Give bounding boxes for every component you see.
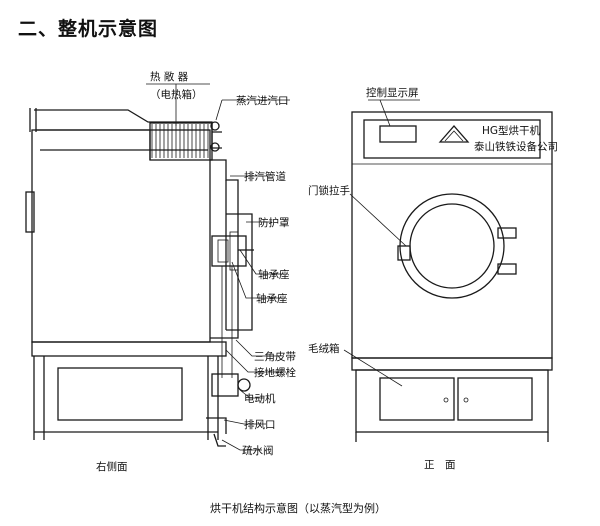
- front-view-leader-lines: [343, 99, 420, 387]
- front-view-drawing: [351, 111, 553, 442]
- heat-exchanger-label: 热 敞 器: [150, 70, 189, 83]
- model-name-label: HG型烘干机: [482, 124, 541, 137]
- section-title: 二、整机示意图: [18, 18, 159, 40]
- right-side-view-label: 右侧面: [96, 460, 128, 473]
- bearing-seat-1-label: 轴承座: [258, 268, 290, 281]
- exhaust-port-label: 排风口: [244, 418, 276, 431]
- ground-bolt-label: 接地螺栓: [254, 366, 296, 379]
- front-view-label: 正 面: [424, 459, 456, 471]
- manufacturer-label: 泰山铁铁设备公司: [474, 140, 558, 153]
- logo-icon: [438, 125, 470, 143]
- side-view-leader-lines: [146, 83, 290, 451]
- motor-label: 电动机: [244, 392, 276, 405]
- door-lock-handle-label: 门锁拉手: [308, 184, 350, 197]
- electric-heating-box-label: （电热箱）: [150, 88, 203, 101]
- drain-valve-label: 疏水阀: [242, 444, 274, 457]
- right-side-view-drawing: [25, 108, 254, 447]
- steam-inlet-label: 蒸汽进汽口: [236, 94, 289, 107]
- v-belt-label: 三角皮带: [254, 350, 296, 363]
- diagram-caption: 烘干机结构示意图（以蒸汽型为例）: [210, 501, 386, 515]
- bearing-seat-2-label: 轴承座: [256, 292, 288, 305]
- control-display-screen-label: 控制显示屏: [366, 86, 419, 99]
- exhaust-duct-label: 排汽管道: [244, 170, 286, 183]
- guard-cover-label: 防护罩: [258, 216, 290, 229]
- lint-box-label: 毛绒箱: [308, 342, 340, 355]
